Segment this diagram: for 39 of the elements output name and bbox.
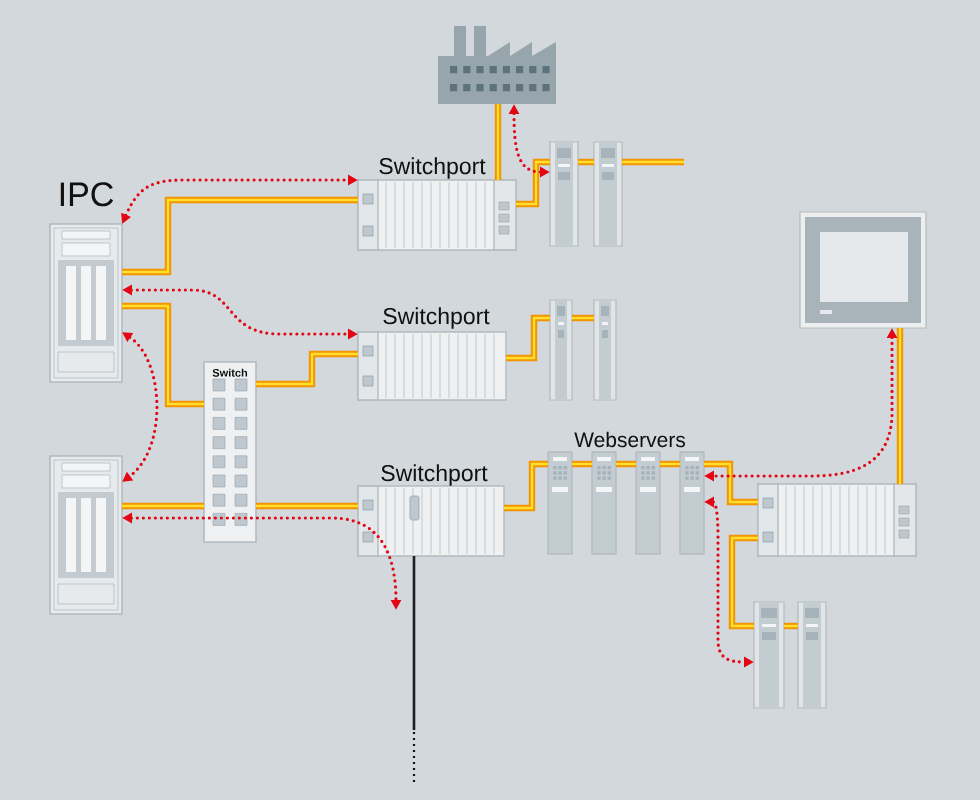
connector [784,622,798,630]
factory-icon [438,26,556,104]
server-module [635,451,661,555]
device-label: Switchport [379,157,486,179]
connector [506,314,550,362]
connector [122,302,204,408]
device-label: IPC [60,182,114,207]
connector [728,534,758,630]
io-module [593,299,617,401]
server-module [547,451,573,555]
io-module [797,601,827,709]
device-label: Switchport [383,307,490,329]
connector [122,196,358,276]
connector [504,460,548,512]
server-module [679,451,705,555]
connector [122,502,204,510]
group-label: Webservers [574,431,686,448]
connector [256,502,358,510]
io-module [753,601,785,709]
io-module [549,299,573,401]
connector [578,158,594,166]
connector [572,314,594,322]
connector [572,460,592,468]
connector [412,556,416,730]
io-module [593,141,623,247]
io-module [549,141,579,247]
connector [622,158,684,166]
connector [494,104,502,180]
connector [616,460,636,468]
device-label: Switchport [381,464,488,486]
monitor [799,211,927,329]
controller-module [757,483,917,557]
connector [896,328,904,484]
connector [660,460,680,468]
connector [516,158,550,208]
server-module [591,451,617,555]
connector [256,350,358,388]
computer-tower [49,455,123,615]
connector [704,460,758,506]
